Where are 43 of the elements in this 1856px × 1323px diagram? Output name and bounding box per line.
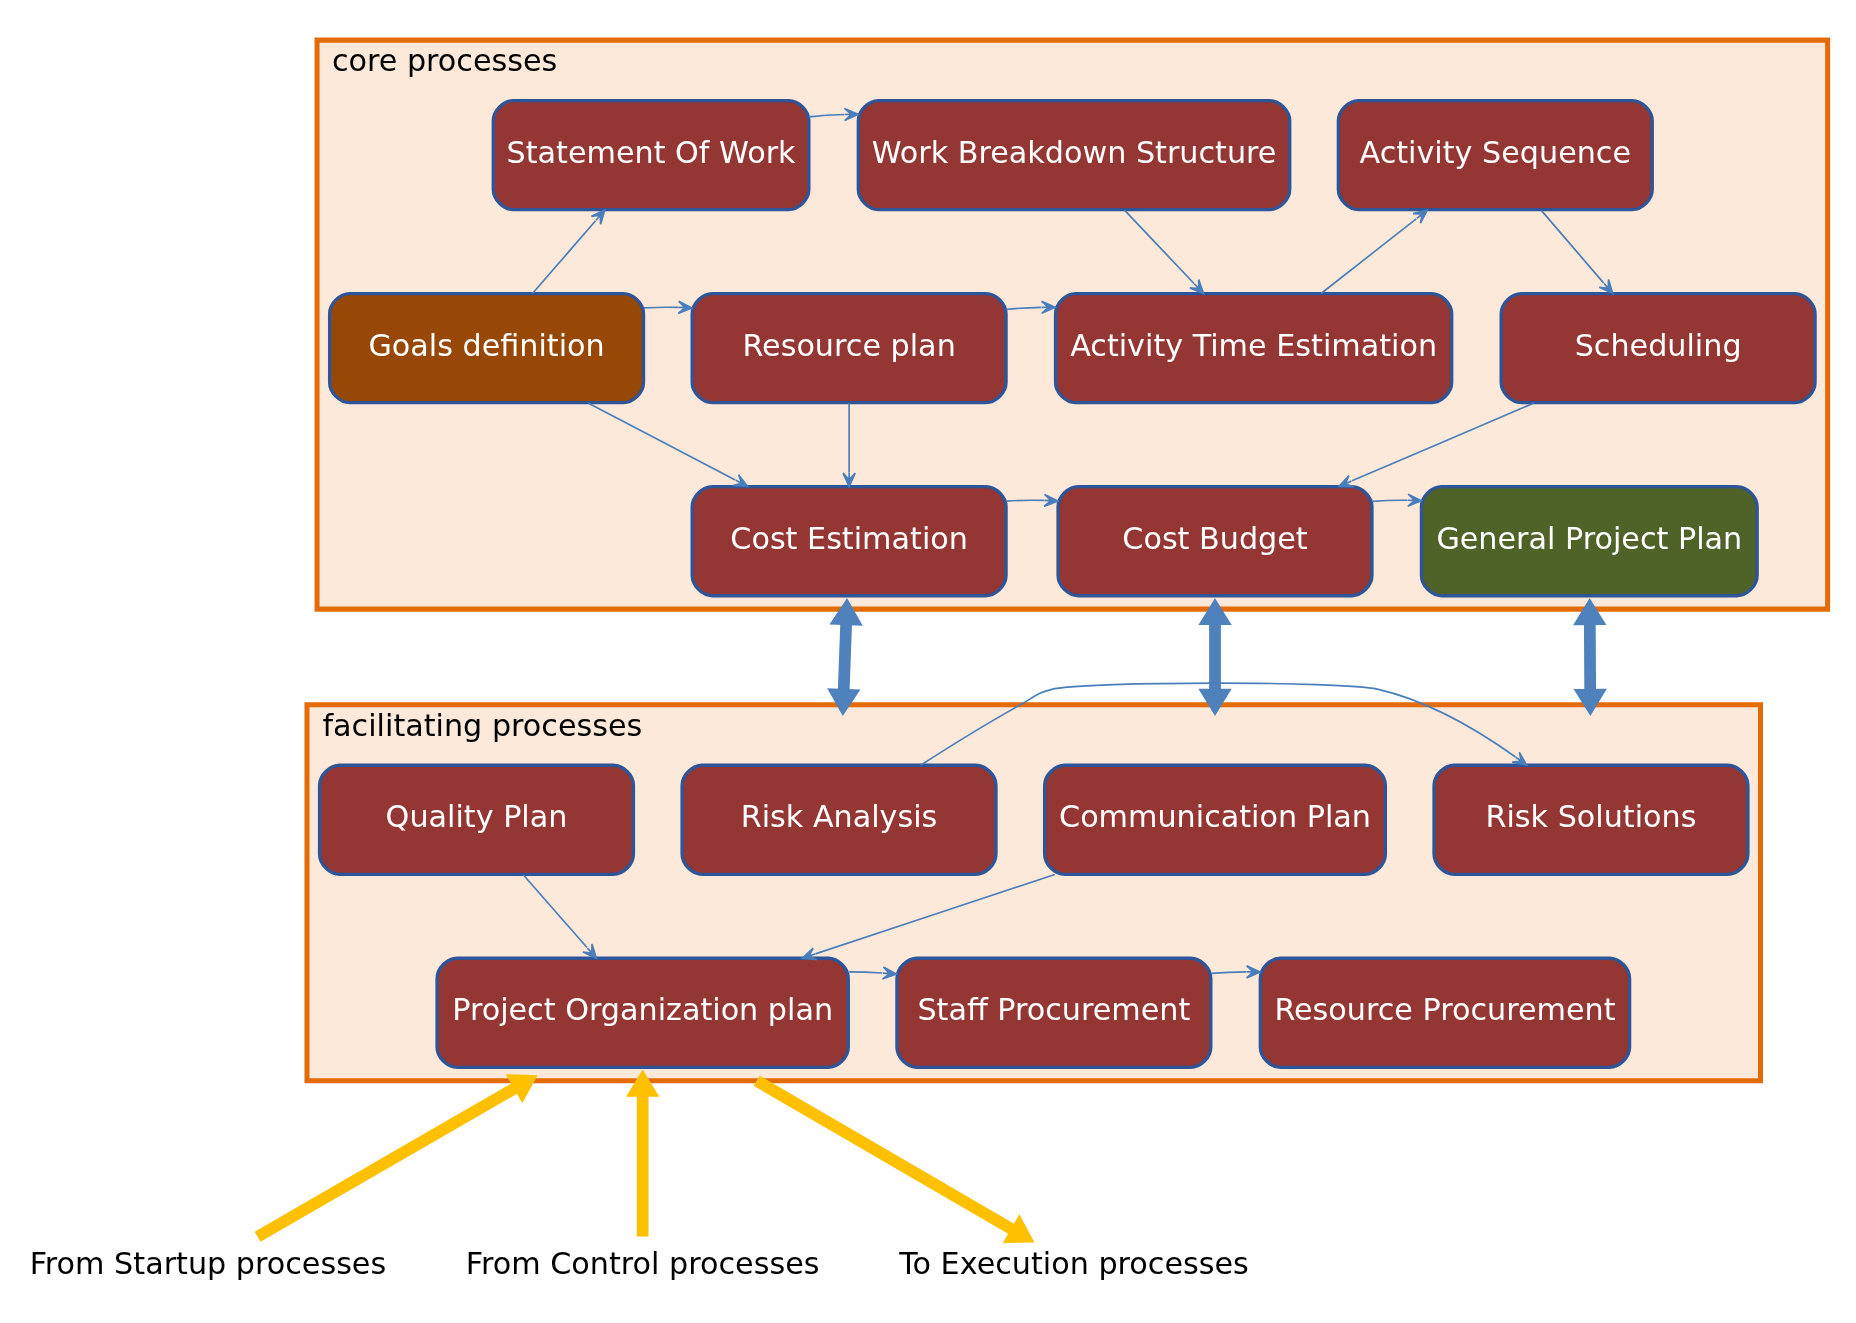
arrow: [801, 873, 1056, 961]
node-box: Quality Plan: [317, 763, 636, 876]
arrow: [531, 208, 606, 294]
node-box: Activity Time Estimation: [1053, 291, 1454, 404]
arrow: [254, 1073, 538, 1242]
arrow: [1123, 208, 1205, 294]
node-box: Risk Solutions: [1432, 763, 1750, 876]
node-box: Work Breakdown Structure: [856, 98, 1292, 211]
node-box: Statement Of Work: [491, 98, 811, 211]
node-box: Cost Budget: [1056, 484, 1374, 597]
arrow: [808, 107, 859, 121]
node-box: Resource Procurement: [1258, 956, 1632, 1069]
arrow: [1338, 401, 1535, 487]
arrow: [1005, 299, 1056, 314]
arrow: [626, 1069, 660, 1236]
node-box: Cost Estimation: [690, 484, 1008, 597]
node-text: To Execution processes: [899, 1245, 1249, 1281]
node-box: General Project Plan: [1419, 484, 1759, 597]
node-box: Scheduling: [1499, 291, 1817, 404]
node-box: Risk Analysis: [680, 763, 998, 876]
arrow: [1210, 964, 1261, 979]
arrow: [827, 597, 863, 716]
arrow: [1371, 492, 1423, 507]
arrow: [1005, 493, 1059, 507]
node-box: Goals definition: [327, 291, 646, 404]
node-box: Resource plan: [690, 291, 1008, 404]
arrow: [842, 401, 856, 487]
arrow: [1540, 208, 1614, 294]
arrow: [920, 681, 1528, 766]
node-box: Staff Procurement: [895, 956, 1213, 1069]
arrow: [1320, 208, 1429, 294]
arrow: [753, 1075, 1035, 1243]
node-box: Project Organization plan: [435, 956, 850, 1069]
arrow: [587, 401, 749, 487]
node-text: From Control processes: [465, 1245, 820, 1281]
arrow: [1198, 597, 1232, 716]
arrow: [522, 873, 598, 959]
node-box: Communication Plan: [1042, 763, 1388, 876]
arrow: [848, 965, 898, 980]
arrow: [642, 300, 693, 314]
node-box: Activity Sequence: [1336, 98, 1654, 211]
arrow: [1573, 597, 1607, 716]
node-text: From Startup processes: [29, 1245, 387, 1281]
